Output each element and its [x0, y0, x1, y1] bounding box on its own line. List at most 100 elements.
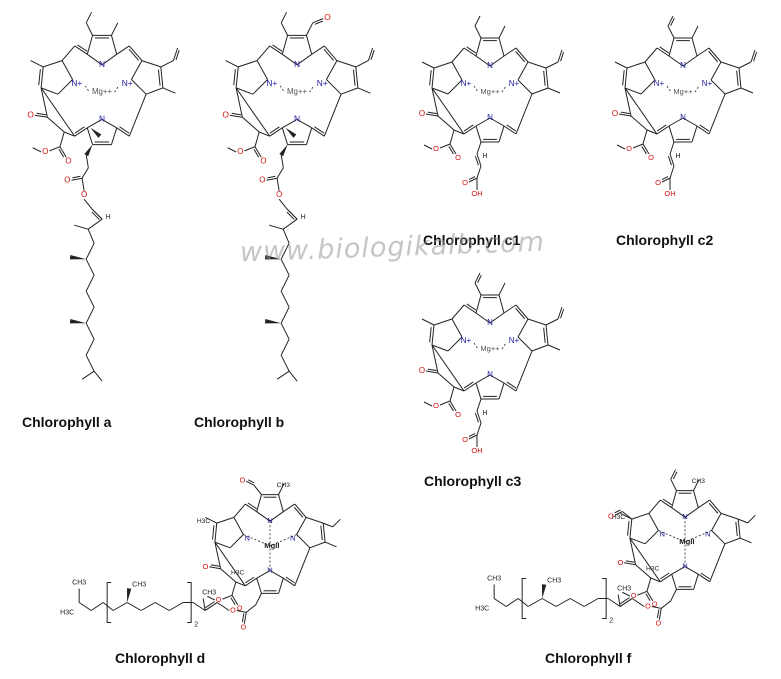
bond-line — [141, 60, 161, 68]
bond-line — [309, 85, 315, 93]
bond-line — [85, 306, 95, 324]
bond-line — [626, 61, 646, 69]
atom-label-mg-ion: Mg++ — [287, 87, 308, 96]
atom-label-n: N — [680, 61, 686, 70]
atom-label-ch3: CH3 — [547, 577, 561, 584]
bond-line — [453, 386, 465, 392]
bond-line — [545, 61, 559, 69]
bond-line — [557, 49, 563, 63]
bond-line — [557, 306, 563, 320]
bond-line — [693, 574, 699, 590]
bond-line — [474, 282, 482, 296]
bond-line — [243, 534, 271, 547]
bond-line — [282, 218, 298, 230]
bond-line — [476, 410, 482, 424]
bond-line — [311, 45, 325, 55]
bond-line — [476, 398, 482, 412]
bond-line — [451, 61, 463, 81]
bond-line — [355, 60, 369, 68]
bond-line — [256, 60, 269, 80]
bond-line — [305, 35, 313, 55]
bond-line — [646, 591, 654, 602]
atom-label-n: N — [99, 59, 105, 69]
bond-line — [162, 87, 176, 94]
bond-line — [498, 382, 505, 400]
bond-line — [631, 512, 650, 520]
bond-line — [256, 578, 262, 594]
bond-line — [656, 124, 667, 132]
bond-line — [463, 125, 477, 135]
bond-line — [370, 50, 375, 60]
bond-line — [280, 155, 284, 168]
bond-line — [661, 177, 671, 183]
bond-line — [81, 178, 85, 191]
bond-line — [102, 602, 114, 611]
bond-line — [58, 148, 65, 158]
wedge-bond — [69, 255, 87, 260]
bond-line — [531, 87, 549, 95]
bond-line — [668, 117, 684, 127]
bond-line — [131, 79, 147, 95]
atom-label-o: O — [64, 175, 70, 184]
bond-path — [106, 582, 112, 623]
bond-line — [282, 118, 298, 129]
atom-label-h: H — [301, 214, 306, 221]
bond-line — [431, 67, 435, 89]
bond-line — [340, 87, 359, 95]
bond-line — [619, 598, 633, 607]
bond-line — [661, 176, 669, 180]
bond-line — [498, 282, 506, 296]
bond-line — [698, 573, 710, 583]
bond-line — [620, 597, 630, 605]
bond-line — [738, 67, 742, 89]
bond-line — [280, 322, 290, 340]
bond-line — [281, 127, 289, 145]
atom-label-h3c: H3C — [231, 569, 244, 576]
atom-label-n: N — [99, 114, 105, 124]
bond-line — [527, 318, 547, 326]
atom-label-ch3: CH3 — [692, 478, 706, 485]
bond-line — [128, 48, 139, 61]
bond-line — [517, 61, 529, 81]
atom-label-n: N — [267, 516, 272, 525]
atom-label-h: H — [482, 410, 487, 417]
chlorophyll-b-label: Chlorophyll b — [194, 414, 285, 430]
bond-line — [247, 479, 255, 484]
bond-line — [720, 512, 739, 520]
bond-line — [498, 125, 505, 143]
bond-line — [49, 146, 61, 152]
bond-line — [101, 118, 117, 129]
bond-line — [682, 55, 698, 67]
bond-line — [709, 499, 722, 514]
bond-line — [543, 327, 546, 343]
bond-line — [312, 18, 324, 24]
bond-line — [632, 143, 644, 149]
bond-line — [202, 598, 206, 611]
bond-line — [282, 53, 298, 66]
bond-line — [747, 514, 756, 524]
bond-line — [128, 45, 143, 61]
bond-line — [666, 85, 672, 93]
bond-line — [280, 258, 290, 276]
bond-line — [425, 370, 439, 374]
bond-line — [256, 570, 271, 579]
bond-line — [710, 61, 722, 81]
bond-line — [111, 22, 119, 36]
atom-label-ch3: CH3 — [72, 579, 86, 586]
bond-line — [168, 602, 184, 611]
bond-line — [466, 46, 477, 54]
bond-line — [280, 354, 290, 372]
bond-line — [276, 370, 290, 380]
atom-label-o: O — [626, 144, 632, 153]
bond-line — [648, 513, 659, 531]
bond-line — [431, 344, 439, 374]
bond-line — [449, 386, 455, 402]
atom-label-subscript-2: 2 — [609, 617, 613, 624]
bond-line — [256, 494, 262, 512]
bond-line — [231, 112, 242, 116]
atom-label-mg-ion: Mg++ — [673, 87, 693, 96]
bond-line — [74, 224, 89, 230]
bond-line — [38, 69, 41, 86]
bond-line — [474, 412, 479, 423]
bond-line — [323, 522, 333, 528]
